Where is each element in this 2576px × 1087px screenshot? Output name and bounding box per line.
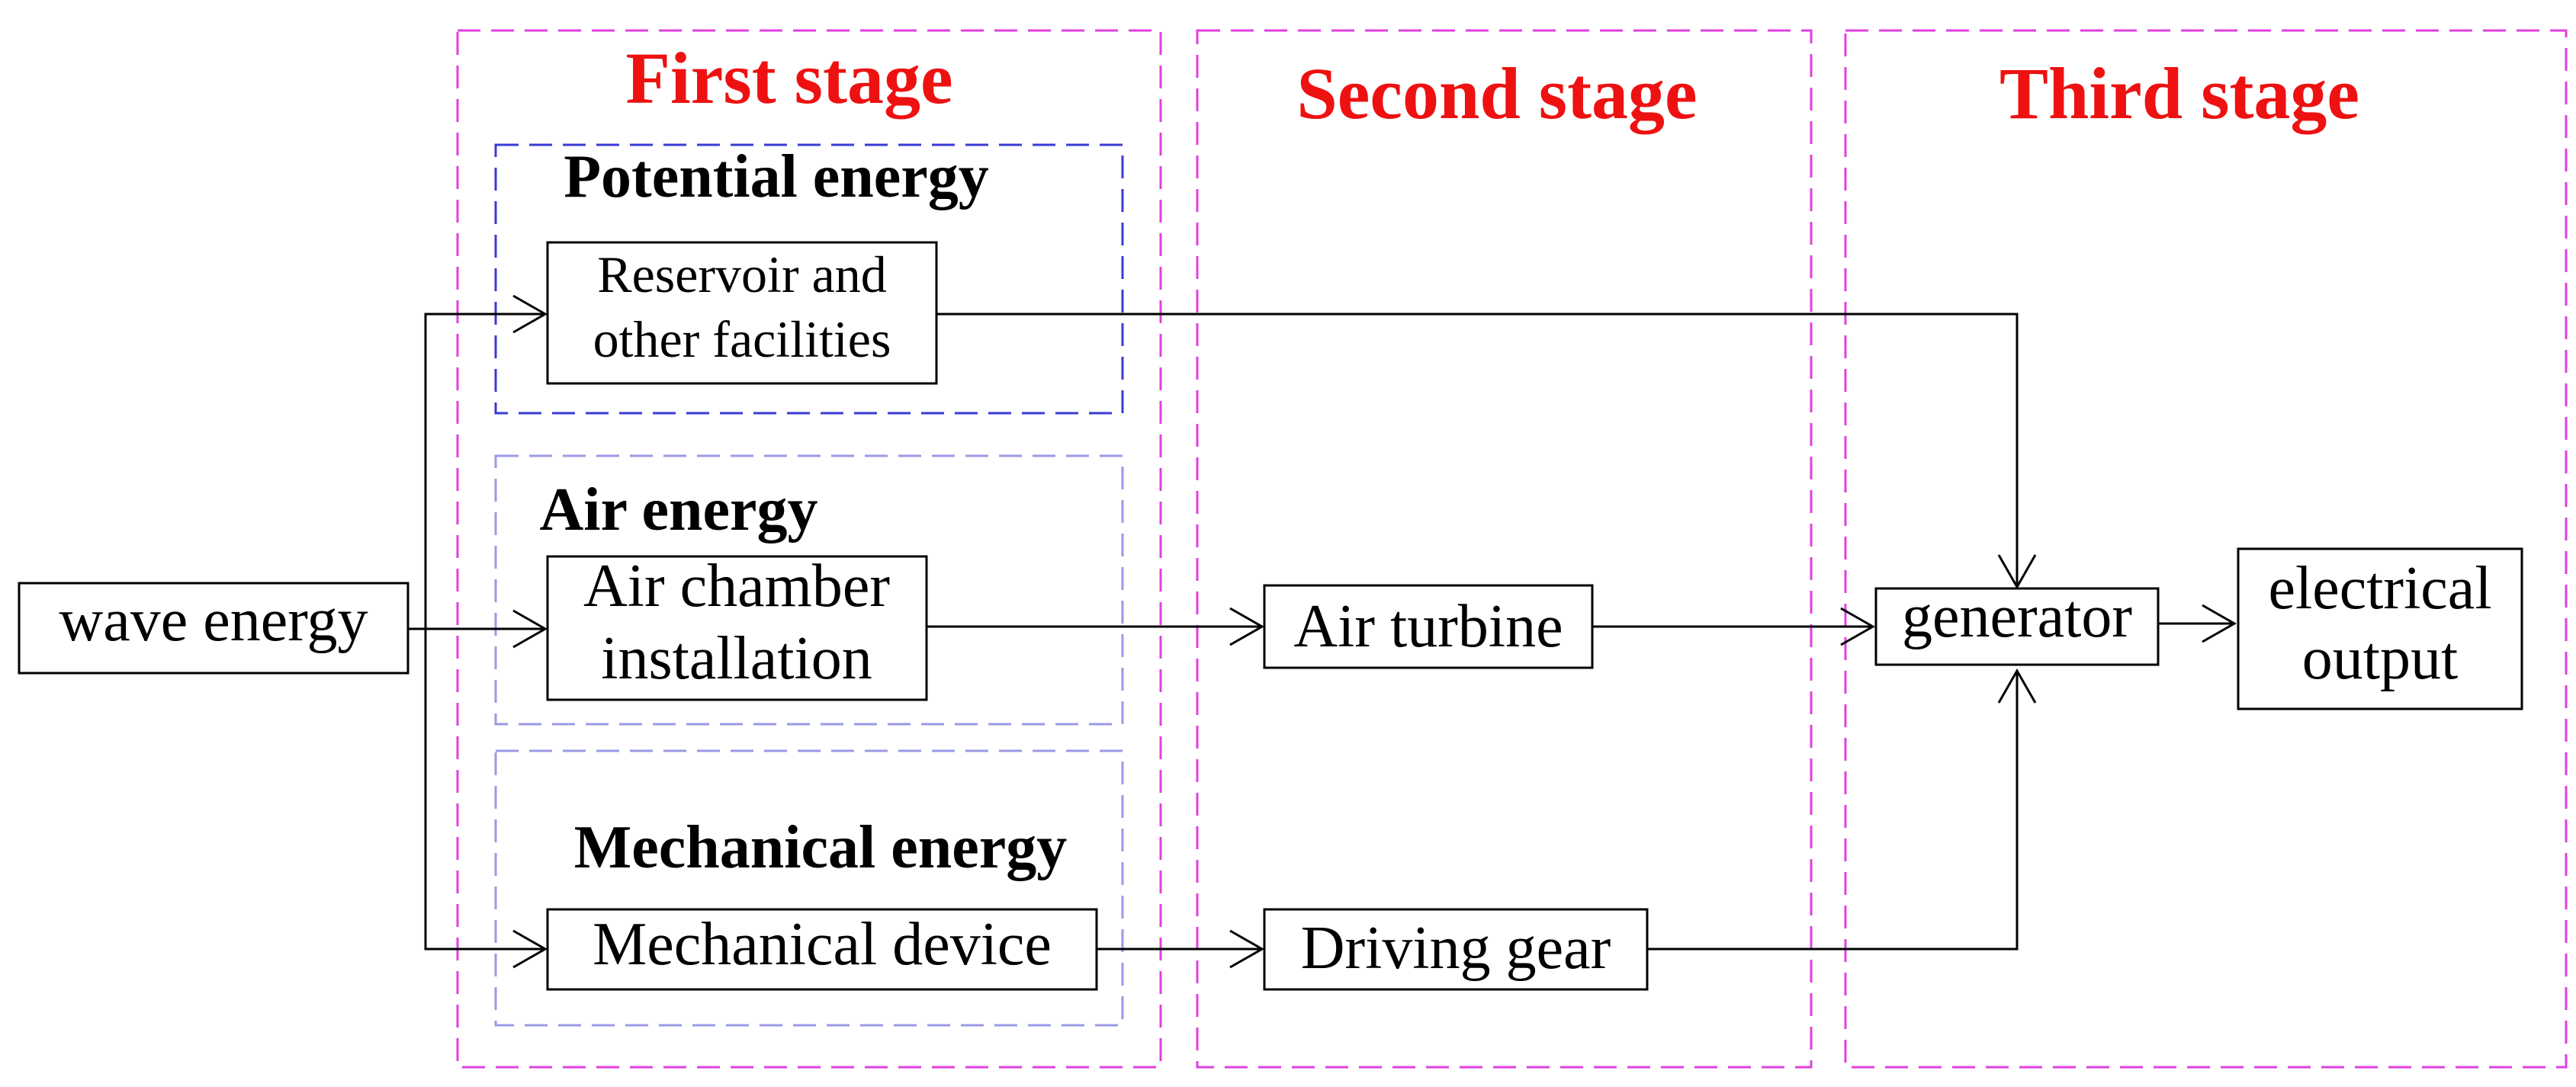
wave-to-mechanical-arrow xyxy=(424,629,548,969)
air-turbine-box xyxy=(1263,584,1594,669)
third-stage-frame xyxy=(1844,29,2568,1069)
air-chamber-label-line1: Air chamber xyxy=(583,553,890,620)
electrical-output-box xyxy=(2237,547,2523,710)
air-energy-group xyxy=(494,454,1124,726)
potential-energy-title: Potential energy xyxy=(564,143,989,210)
mechanical-energy-title: Mechanical energy xyxy=(574,814,1067,881)
gear-to-generator-arrow xyxy=(1647,668,2037,951)
electrical-output-label-line2: output xyxy=(2302,625,2458,692)
second-stage-title: Second stage xyxy=(1296,53,1697,134)
electrical-output-label-line1: electrical xyxy=(2268,555,2491,622)
reservoir-label-line2: other facilities xyxy=(593,310,891,368)
reservoir-to-generator-arrow xyxy=(936,313,2037,590)
air-chamber-label-line2: installation xyxy=(601,625,872,692)
mechanical-energy-group xyxy=(494,749,1124,1027)
reservoir-label-line1: Reservoir and xyxy=(597,245,887,303)
driving-gear-label: Driving gear xyxy=(1301,915,1611,982)
air-energy-title: Air energy xyxy=(539,476,817,544)
first-stage-frame xyxy=(456,29,1162,1069)
wave-to-reservoir-arrow xyxy=(424,294,548,629)
generator-box xyxy=(1874,587,2160,666)
mechanical-device-label: Mechanical device xyxy=(593,911,1052,978)
third-stage-title: Third stage xyxy=(1999,53,2359,134)
potential-energy-group xyxy=(494,143,1124,415)
generator-label: generator xyxy=(1902,583,2132,650)
air-turbine-label: Air turbine xyxy=(1293,593,1563,660)
mechanical-device-box xyxy=(546,908,1098,991)
wave-energy-box xyxy=(18,582,410,675)
second-stage-frame xyxy=(1196,29,1813,1069)
first-stage-title: First stage xyxy=(625,37,952,119)
reservoir-box xyxy=(546,241,938,385)
driving-gear-box xyxy=(1263,908,1649,991)
air-chamber-box xyxy=(546,555,928,701)
wave-energy-label: wave energy xyxy=(59,587,368,654)
